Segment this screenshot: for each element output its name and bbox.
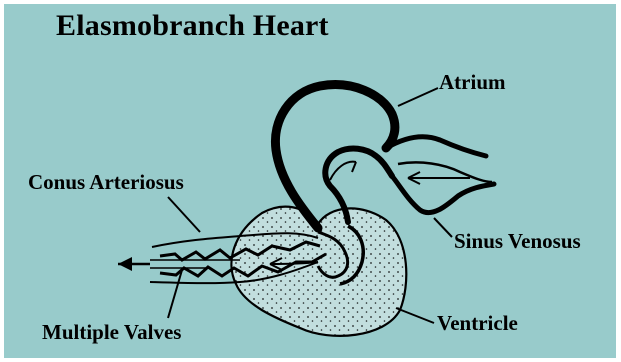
ventricle-label: Ventricle [437, 313, 518, 334]
multiple-valves-leader-line [168, 270, 182, 318]
conus-arteriosus-leader-line [168, 197, 200, 232]
conus-arteriosus-label: Conus Arteriosus [28, 172, 184, 193]
diagram-title: Elasmobranch Heart [56, 11, 329, 41]
multiple-valves-label: Multiple Valves [42, 322, 181, 343]
sinus-venosus-label: Sinus Venosus [454, 231, 581, 252]
ventricle-leader-line [396, 308, 434, 323]
sinus-venosus-leader-line [434, 218, 452, 237]
atrium-label: Atrium [439, 72, 506, 93]
sinus-venosus-shape [386, 137, 494, 213]
atrium-leader-line [398, 88, 438, 106]
